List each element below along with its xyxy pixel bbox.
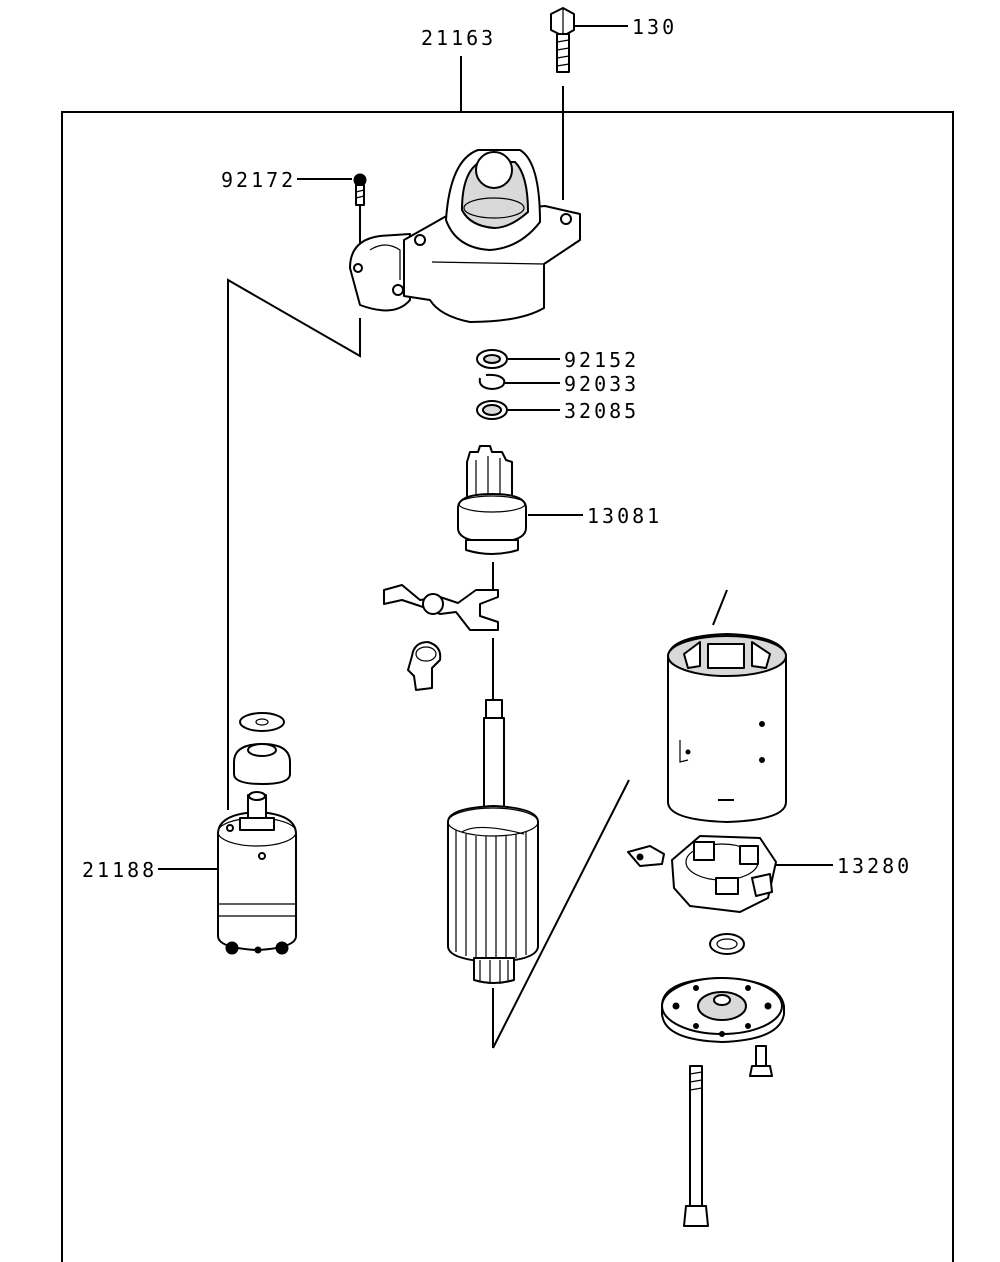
stop-collar-icon (476, 400, 508, 420)
callout-bolt-top[interactable]: 130 (572, 15, 677, 39)
callout-label-solenoid: 21188 (82, 858, 157, 882)
washer-icon (476, 349, 508, 369)
callout-label-stop-collar: 32085 (564, 399, 639, 423)
solenoid-cap-icon (239, 712, 285, 732)
callout-label-snap-ring: 92033 (564, 372, 639, 396)
brush-holder-icon (627, 835, 777, 913)
callout-label-brush-holder: 13280 (837, 854, 912, 878)
callout-washer[interactable]: 92152 (508, 348, 639, 372)
callout-solenoid[interactable]: 21188 (82, 858, 218, 882)
end-plate-bolt-icon (749, 1045, 773, 1077)
snap-ring-icon (478, 373, 506, 391)
screw-icon (353, 173, 367, 206)
callout-snap-ring[interactable]: 92033 (505, 372, 639, 396)
callout-label-assembly: 21163 (421, 26, 496, 50)
solenoid-plunger-icon (233, 743, 291, 785)
callout-screw[interactable]: 92172 (221, 168, 352, 192)
callout-pinion-clutch[interactable]: 13081 (528, 504, 662, 528)
armature-icon (447, 699, 539, 984)
bolt-top-icon (550, 7, 575, 73)
callout-stop-collar[interactable]: 32085 (508, 399, 639, 423)
yoke-icon (667, 633, 787, 823)
drive-housing-icon (349, 149, 581, 323)
end-plate-icon (661, 977, 785, 1043)
solenoid-icon (217, 791, 297, 955)
callout-label-pinion-clutch: 13081 (587, 504, 662, 528)
gasket-ring-icon (709, 933, 745, 955)
alignment-lines (227, 86, 728, 1049)
callout-label-screw: 92172 (221, 168, 296, 192)
callout-label-bolt-top: 130 (632, 15, 677, 39)
callout-brush-holder[interactable]: 13280 (775, 854, 912, 878)
callout-assembly[interactable]: 21163 (421, 26, 496, 50)
pinion-clutch-icon (457, 445, 527, 555)
through-bolt-icon (683, 1065, 709, 1227)
lever-bracket-icon (407, 641, 442, 691)
callout-label-washer: 92152 (564, 348, 639, 372)
assembly-frame (61, 56, 954, 1262)
shift-lever-icon (383, 584, 499, 631)
